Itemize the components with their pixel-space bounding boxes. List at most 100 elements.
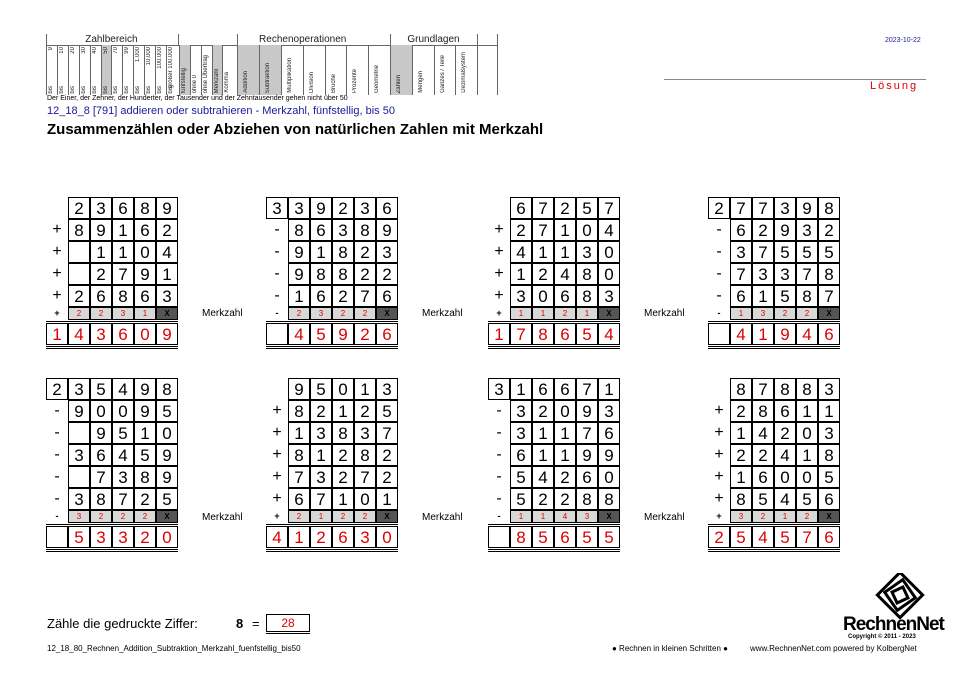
operator-sign: - (274, 265, 280, 282)
result-cell[interactable] (488, 526, 510, 548)
result-digit[interactable]: 1 (46, 323, 68, 345)
zahlbereich-value: 9 (48, 47, 54, 51)
carry-cell[interactable]: 1 (532, 307, 554, 320)
operator-sign: + (714, 446, 724, 463)
result-digit[interactable]: 9 (774, 323, 796, 345)
column-divider (411, 45, 413, 95)
digit-cell: 3 (112, 466, 134, 488)
digit-cell: 4 (554, 263, 576, 285)
result-digit[interactable]: 9 (156, 323, 178, 345)
result-digit[interactable]: 0 (156, 526, 178, 548)
digit-cell: 7 (354, 285, 376, 307)
zahlbereich-value: 10.000 (146, 47, 153, 66)
carry-cell[interactable]: 1 (730, 307, 752, 320)
result-cell[interactable] (266, 323, 288, 345)
carry-cell[interactable]: 2 (288, 307, 310, 320)
carry-cell[interactable]: 2 (90, 307, 112, 320)
result-digit[interactable]: 2 (708, 526, 730, 548)
result-digit[interactable]: 1 (752, 323, 774, 345)
carry-cell[interactable]: 2 (288, 510, 310, 523)
carry-cell[interactable]: 2 (90, 510, 112, 523)
digit-cell: 3 (576, 241, 598, 263)
result-digit[interactable]: 4 (796, 323, 818, 345)
result-cell[interactable] (46, 526, 68, 548)
carry-cell[interactable]: 2 (134, 510, 156, 523)
carry-cell[interactable]: 3 (112, 307, 134, 320)
result-digit[interactable]: 4 (68, 323, 90, 345)
result-digit[interactable]: 6 (332, 526, 354, 548)
result-digit[interactable]: 4 (266, 526, 288, 548)
result-digit[interactable]: 7 (510, 323, 532, 345)
result-digit[interactable]: 0 (376, 526, 398, 548)
result-digit[interactable]: 6 (112, 323, 134, 345)
result-digit[interactable]: 9 (332, 323, 354, 345)
carry-cell[interactable]: 2 (354, 510, 376, 523)
carry-cell[interactable]: 1 (134, 307, 156, 320)
result-digit[interactable]: 6 (818, 323, 840, 345)
result-digit[interactable]: 4 (752, 526, 774, 548)
result-cell[interactable] (708, 323, 730, 345)
carry-operator: - (55, 511, 59, 521)
result-digit[interactable]: 3 (90, 323, 112, 345)
result-digit[interactable]: 6 (818, 526, 840, 548)
result-digit[interactable]: 3 (354, 526, 376, 548)
carry-cell[interactable]: 2 (332, 307, 354, 320)
result-digit[interactable]: 0 (134, 323, 156, 345)
result-digit[interactable]: 2 (354, 323, 376, 345)
carry-cell[interactable]: 2 (774, 307, 796, 320)
carry-cell[interactable]: 3 (310, 307, 332, 320)
digit-cell: 8 (818, 197, 840, 219)
result-digit[interactable]: 4 (730, 323, 752, 345)
result-digit[interactable]: 6 (376, 323, 398, 345)
column-divider (100, 45, 102, 95)
carry-cell[interactable]: 3 (68, 510, 90, 523)
carry-cell[interactable]: 1 (576, 307, 598, 320)
result-digit[interactable]: 5 (774, 526, 796, 548)
carry-cell[interactable]: 2 (68, 307, 90, 320)
result-digit[interactable]: 5 (576, 526, 598, 548)
carry-cell[interactable]: 1 (774, 510, 796, 523)
result-digit[interactable]: 5 (730, 526, 752, 548)
carry-cell[interactable]: 1 (510, 510, 532, 523)
carry-cell[interactable]: 2 (112, 510, 134, 523)
carry-cell[interactable]: 1 (532, 510, 554, 523)
carry-cell[interactable]: 1 (510, 307, 532, 320)
zahlbereich-value: 99 (124, 47, 131, 54)
carry-cell[interactable]: 2 (796, 510, 818, 523)
carry-cell[interactable]: 2 (796, 307, 818, 320)
result-digit[interactable]: 5 (576, 323, 598, 345)
result-digit[interactable]: 1 (488, 323, 510, 345)
carry-cell[interactable]: 3 (730, 510, 752, 523)
result-digit[interactable]: 5 (598, 526, 620, 548)
result-digit[interactable]: 4 (598, 323, 620, 345)
count-answer[interactable]: 28 (266, 614, 310, 632)
carry-cell[interactable]: 4 (554, 510, 576, 523)
digit-cell: 6 (310, 219, 332, 241)
carry-cell[interactable]: 1 (310, 510, 332, 523)
result-digit[interactable]: 6 (554, 323, 576, 345)
result-digit[interactable]: 5 (310, 323, 332, 345)
zahlbereich-value: 70 (113, 47, 120, 54)
operator-sign: - (274, 243, 280, 260)
result-digit[interactable]: 8 (510, 526, 532, 548)
result-digit[interactable]: 4 (288, 323, 310, 345)
result-digit[interactable]: 8 (532, 323, 554, 345)
carry-cell[interactable]: 2 (332, 510, 354, 523)
carry-cell[interactable]: 3 (752, 307, 774, 320)
digit-cell: 7 (730, 263, 752, 285)
result-digit[interactable]: 7 (796, 526, 818, 548)
carry-cell[interactable]: 3 (576, 510, 598, 523)
result-digit[interactable]: 6 (554, 526, 576, 548)
carry-cell[interactable]: 2 (752, 510, 774, 523)
result-digit[interactable]: 1 (288, 526, 310, 548)
result-digit[interactable]: 5 (532, 526, 554, 548)
digit-cell: 9 (156, 444, 178, 466)
result-digit[interactable]: 2 (134, 526, 156, 548)
result-digit[interactable]: 2 (310, 526, 332, 548)
result-digit[interactable]: 3 (90, 526, 112, 548)
result-digit[interactable]: 3 (112, 526, 134, 548)
carry-cell[interactable]: 2 (554, 307, 576, 320)
result-digit[interactable]: 5 (68, 526, 90, 548)
carry-cell[interactable]: 2 (354, 307, 376, 320)
